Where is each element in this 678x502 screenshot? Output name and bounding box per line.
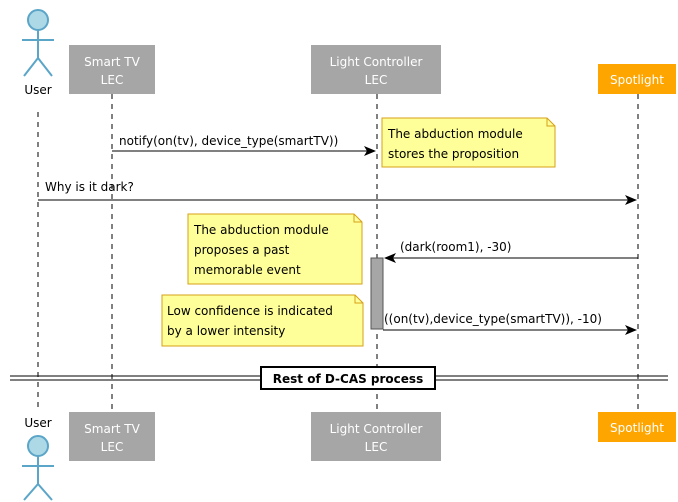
light-controller-label-bottom-line1: Light Controller	[330, 422, 423, 436]
note-low-confidence-line2: by a lower intensity	[167, 324, 285, 338]
participant-spotlight-top: Spotlight	[598, 64, 676, 94]
actor-user-bottom: User	[22, 416, 54, 501]
divider-rest-of-process: Rest of D-CAS process	[10, 366, 668, 390]
smart-tv-label-bottom-line2: LEC	[101, 440, 124, 454]
note-stores-proposition: The abduction module stores the proposit…	[381, 117, 556, 168]
participant-smart-tv-top: Smart TV LEC	[69, 45, 155, 94]
message-on-tv: ((on(tv),device_type(smartTV)), -10)	[383, 312, 637, 335]
message-why-dark: Why is it dark?	[38, 180, 637, 205]
note-proposes-line3: memorable event	[194, 263, 301, 277]
smart-tv-label-bottom-line1: Smart TV	[84, 422, 140, 436]
message-dark-room-label: (dark(room1), -30)	[400, 240, 512, 254]
stick-figure-icon	[22, 435, 54, 501]
spotlight-label-bottom: Spotlight	[610, 421, 664, 435]
note-proposes-line2: proposes a past	[194, 243, 290, 257]
message-notify-label: notify(on(tv), device_type(smartTV))	[119, 134, 338, 148]
smart-tv-label-line2: LEC	[101, 73, 124, 87]
smart-tv-label-line1: Smart TV	[84, 55, 140, 69]
light-controller-label-line2: LEC	[365, 73, 388, 87]
stick-figure-icon	[22, 9, 54, 77]
participant-light-controller-bottom: Light Controller LEC	[311, 412, 441, 461]
divider-label: Rest of D-CAS process	[273, 372, 423, 386]
spotlight-label-top: Spotlight	[610, 73, 664, 87]
actor-user-top: User	[22, 9, 54, 97]
user-label-top: User	[24, 83, 51, 97]
light-controller-label-line1: Light Controller	[330, 55, 423, 69]
message-dark-room: (dark(room1), -30)	[384, 240, 638, 263]
note-low-confidence: Low confidence is indicated by a lower i…	[161, 294, 364, 347]
activation-bar-light-controller	[370, 257, 384, 330]
participant-light-controller-top: Light Controller LEC	[311, 45, 441, 94]
note-proposes-line1: The abduction module	[193, 223, 329, 237]
user-label-bottom: User	[24, 416, 51, 430]
note-stores-line2: stores the proposition	[388, 147, 519, 161]
light-controller-label-bottom-line2: LEC	[365, 440, 388, 454]
note-proposes-event: The abduction module proposes a past mem…	[187, 213, 363, 285]
message-why-dark-label: Why is it dark?	[45, 180, 134, 194]
note-low-confidence-line1: Low confidence is indicated	[167, 304, 333, 318]
message-notify: notify(on(tv), device_type(smartTV))	[112, 134, 376, 156]
note-stores-line1: The abduction module	[387, 127, 523, 141]
participant-spotlight-bottom: Spotlight	[598, 412, 676, 442]
participant-smart-tv-bottom: Smart TV LEC	[69, 412, 155, 461]
message-on-tv-label: ((on(tv),device_type(smartTV)), -10)	[384, 312, 602, 326]
